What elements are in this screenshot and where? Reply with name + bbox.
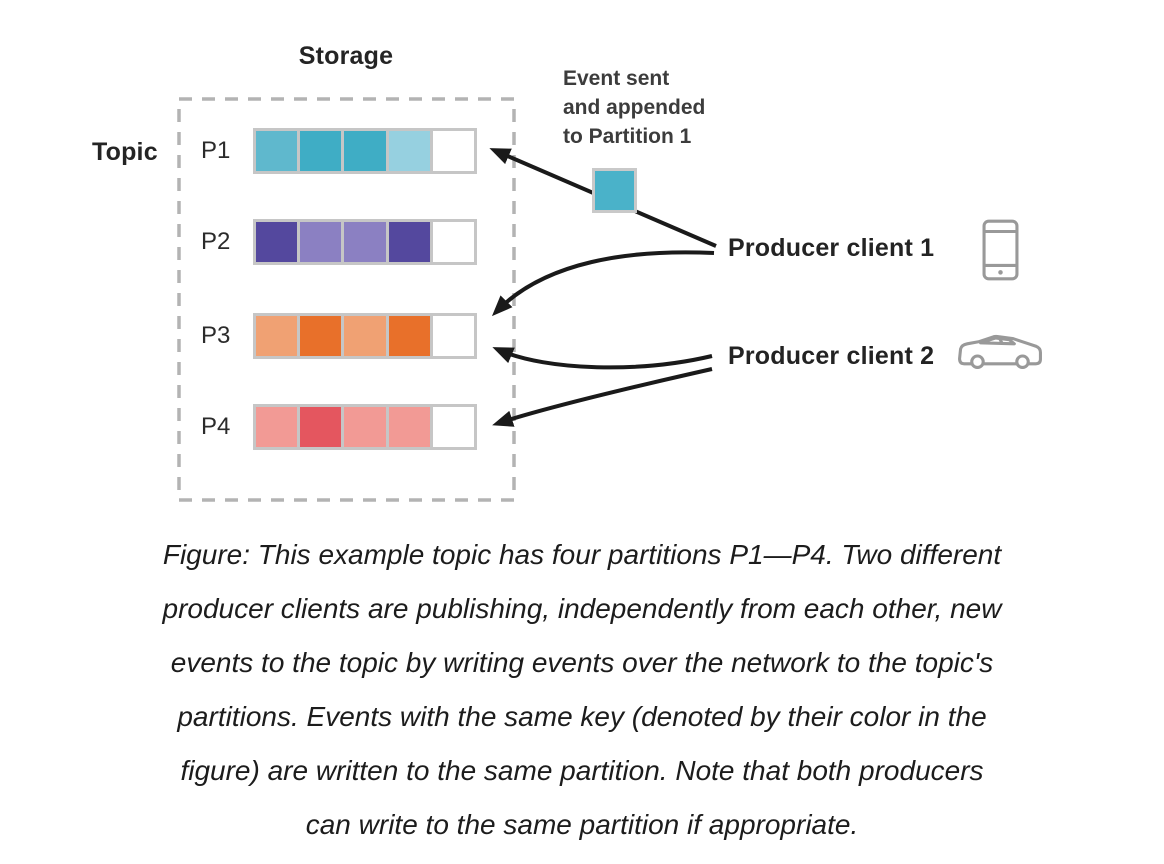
- caption-line: events to the topic by writing events ov…: [170, 647, 994, 678]
- event-cell: [256, 316, 298, 356]
- event-cell: [388, 407, 430, 447]
- event-cell: [300, 316, 342, 356]
- caption-line: figure) are written to the same partitio…: [180, 755, 984, 786]
- partition-label-p4: P4: [201, 413, 231, 440]
- caption-line: producer clients are publishing, indepen…: [162, 593, 1002, 624]
- event-cell: [388, 131, 430, 171]
- event-cell: [432, 407, 475, 447]
- diagram-stage: Storage Topic P1 P2 P3 P4 Event sent and…: [92, 42, 1042, 502]
- event-cell: [344, 131, 386, 171]
- arrow-layer: [177, 97, 717, 502]
- event-cell: [300, 222, 342, 262]
- event-cell: [432, 316, 475, 356]
- producer-client-2-label: Producer client 2: [728, 342, 935, 370]
- event-cell: [344, 407, 386, 447]
- event-sent-note-line: Event sent: [563, 67, 670, 90]
- partition-row-p4: [253, 404, 477, 450]
- event-cell: [388, 222, 430, 262]
- figure-caption: Figure: This example topic has four part…: [40, 528, 1124, 852]
- caption-line: partitions. Events with the same key (de…: [177, 701, 987, 732]
- event-cell: [256, 131, 298, 171]
- partition-label-p1: P1: [201, 137, 231, 164]
- arrow-producer1-to-p3: [491, 250, 715, 317]
- partition-row-p3: [253, 313, 477, 359]
- event-cell: [300, 407, 342, 447]
- event-cell: [432, 222, 475, 262]
- partition-label-p3: P3: [201, 322, 231, 349]
- event-cell: [300, 131, 342, 171]
- car-icon: [958, 334, 1042, 369]
- event-cell: [256, 407, 298, 447]
- partition-row-p2: [253, 219, 477, 265]
- topic-label: Topic: [92, 138, 158, 166]
- partition-row-p1: [253, 128, 477, 174]
- caption-line: can write to the same partition if appro…: [305, 809, 859, 840]
- event-cell: [432, 131, 475, 171]
- event-cell: [256, 222, 298, 262]
- event-sent-note: Event sent and appended to Partition 1: [563, 64, 705, 151]
- arrow-producer2-to-p3: [492, 347, 713, 370]
- producer-client-1-label: Producer client 1: [728, 234, 935, 262]
- storage-dashed-box: [177, 97, 516, 502]
- event-sent-note-line: to Partition 1: [563, 125, 692, 148]
- caption-line: Figure: This example topic has four part…: [162, 539, 1002, 570]
- event-cell: [344, 222, 386, 262]
- event-sent-note-line: and appended: [563, 96, 706, 119]
- smartphone-icon: [982, 219, 1019, 281]
- event-cell: [344, 316, 386, 356]
- event-cell: [388, 316, 430, 356]
- storage-label: Storage: [298, 42, 394, 70]
- partition-label-p2: P2: [201, 228, 231, 255]
- event-square: [592, 168, 637, 213]
- arrow-producer2-to-p4: [492, 367, 713, 427]
